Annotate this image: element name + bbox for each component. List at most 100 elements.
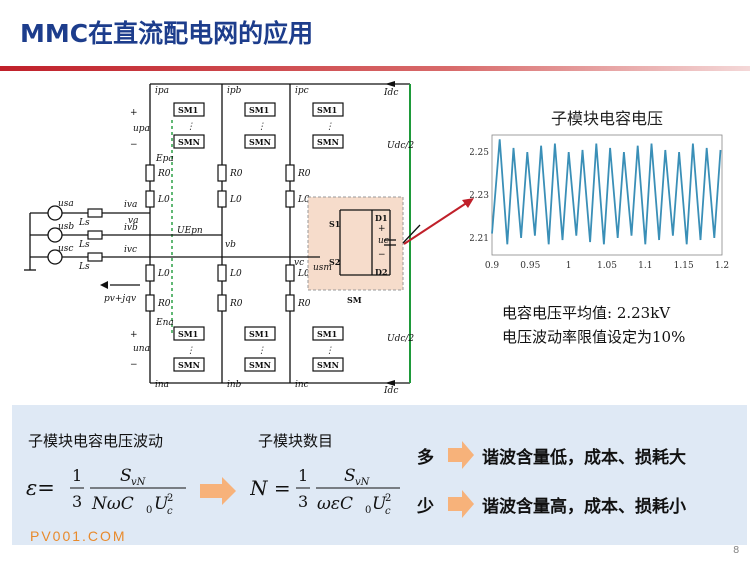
svg-text:L0: L0 <box>157 195 170 205</box>
svg-text:U: U <box>372 494 387 514</box>
svg-text:2: 2 <box>385 493 391 504</box>
svg-text:D2: D2 <box>375 267 388 277</box>
current-arrow-icon <box>385 81 395 87</box>
page-title: MMC在直流配电网的应用 <box>20 19 314 48</box>
svg-text:vN: vN <box>355 477 371 488</box>
x-tick-label: 1 <box>566 261 572 271</box>
x-tick-label: 0.9 <box>485 261 500 271</box>
pointer-arrow-icon <box>403 198 474 245</box>
svg-text:2: 2 <box>167 493 173 504</box>
svg-text:SMN: SMN <box>249 137 271 147</box>
svg-text:iva: iva <box>124 200 137 210</box>
sm-label: SM <box>347 295 362 305</box>
more-outcome: 谐波含量低，成本、损耗大 <box>482 448 686 468</box>
orange-arrow-icon <box>448 441 474 469</box>
x-tick-label: 0.95 <box>520 261 540 271</box>
svg-text:Ls: Ls <box>78 240 90 250</box>
svg-text:0: 0 <box>365 505 371 516</box>
svg-text:va: va <box>128 216 138 226</box>
smn-label: SMN <box>178 137 200 147</box>
phase-c-leg: ipc SM1 ⋮ SMN R0 L0 L0 R0 SM1 ⋮ SMN inc <box>285 84 344 390</box>
svg-text:1: 1 <box>298 466 308 485</box>
svg-text:c: c <box>385 506 391 517</box>
svg-text:vb: vb <box>225 240 236 250</box>
svg-text:U: U <box>154 494 169 514</box>
svg-text:L0: L0 <box>297 269 310 279</box>
watermark: PV001.COM <box>30 528 127 544</box>
submodule-count-label: 子模块数目 <box>258 432 334 450</box>
svg-text:inc: inc <box>295 380 309 390</box>
svg-text:inb: inb <box>227 380 242 390</box>
svg-text:SM1: SM1 <box>249 329 269 339</box>
sm-detail-box: S1 S2 D1 D2 uc usm + − SM <box>290 196 421 305</box>
svg-text:−: − <box>130 140 138 150</box>
less-outcome: 谐波含量高，成本、损耗小 <box>482 497 686 517</box>
udc-bottom-label: Udc/2 <box>387 334 414 344</box>
svg-text:R0: R0 <box>297 169 311 179</box>
svg-text:ε=: ε= <box>26 476 55 500</box>
orange-arrow-icon <box>200 477 236 505</box>
svg-text:ivc: ivc <box>124 245 137 255</box>
idc-bottom-label: Idc <box>383 386 398 396</box>
svg-text:⋮: ⋮ <box>325 122 334 132</box>
svg-text:⋮: ⋮ <box>257 346 266 356</box>
voltage-ripple-label: 子模块电容电压波动 <box>28 432 164 450</box>
chart-title: 子模块电容电压 <box>551 109 664 128</box>
svg-text:vc: vc <box>294 258 304 268</box>
svg-text:R0: R0 <box>157 299 171 309</box>
svg-text:ωεC: ωεC <box>317 494 353 514</box>
y-tick-label: 2.25 <box>470 148 489 158</box>
phase-a-leg: ipa SM1 ⋮ SMN + upa − Epa R0 L0 L0 R0 En… <box>130 84 205 390</box>
svg-text:⋮: ⋮ <box>257 122 266 132</box>
svg-text:L0: L0 <box>229 195 242 205</box>
epa-label: Epa <box>155 154 174 164</box>
svg-text:+: + <box>130 330 138 340</box>
udc-top-label: Udc/2 <box>387 141 414 151</box>
plus-label: + <box>130 108 138 118</box>
svg-text:3: 3 <box>298 492 308 511</box>
svg-text:SM1: SM1 <box>317 105 337 115</box>
svg-text:L0: L0 <box>297 195 310 205</box>
orange-arrow-icon <box>448 490 474 518</box>
svg-text:usm: usm <box>313 263 332 273</box>
x-tick-label: 1.05 <box>597 261 617 271</box>
x-tick-label: 1.1 <box>638 261 652 271</box>
svg-text:ipc: ipc <box>295 86 309 96</box>
svg-text:vN: vN <box>131 477 147 488</box>
mmc-circuit-diagram: .w { stroke: #111; stroke-width: 1.3; fi… <box>24 81 421 396</box>
upa-label: upa <box>133 124 150 134</box>
svg-text:uc: uc <box>378 236 389 246</box>
svg-text:D1: D1 <box>375 213 388 223</box>
ena-label: Ena <box>155 318 174 328</box>
svg-text:1: 1 <box>72 466 82 485</box>
x-tick-label: 1.15 <box>674 261 694 271</box>
svg-text:SM1: SM1 <box>317 329 337 339</box>
svg-text:ivb: ivb <box>124 223 138 233</box>
ipa-label: ipa <box>155 86 169 96</box>
svg-text:R0: R0 <box>157 169 171 179</box>
svg-text:SMN: SMN <box>317 360 339 370</box>
svg-text:S2: S2 <box>329 257 340 267</box>
bottom-panel <box>12 405 747 545</box>
count-formula: N = 1 3 S vN ωεC 0 U 2 c <box>250 466 400 517</box>
more-label: 多 <box>417 448 434 468</box>
average-voltage-note: 电容电压平均值: 2.23kV <box>502 304 671 322</box>
svg-text:L0: L0 <box>157 269 170 279</box>
sm1-label: SM1 <box>178 105 198 115</box>
svg-text:c: c <box>167 506 173 517</box>
y-tick-label: 2.21 <box>470 234 489 244</box>
svg-text:⋮: ⋮ <box>186 346 195 356</box>
svg-text:SMN: SMN <box>317 137 339 147</box>
svg-text:R0: R0 <box>297 299 311 309</box>
svg-text:NωC: NωC <box>91 494 134 514</box>
phase-b-leg: ipb SM1 ⋮ SMN R0 L0 L0 R0 SM1 ⋮ SMN inb <box>217 84 276 390</box>
svg-text:Ls: Ls <box>78 218 90 228</box>
svg-text:+: + <box>378 224 386 234</box>
svg-text:usc: usc <box>58 244 73 254</box>
svg-text:0: 0 <box>146 505 152 516</box>
ripple-formula: ε= 1 3 S vN NωC 0 U 2 c <box>26 466 186 517</box>
svg-text:N =: N = <box>250 476 291 500</box>
ina-label: ina <box>155 380 169 390</box>
idc-top-label: Idc <box>383 88 398 98</box>
